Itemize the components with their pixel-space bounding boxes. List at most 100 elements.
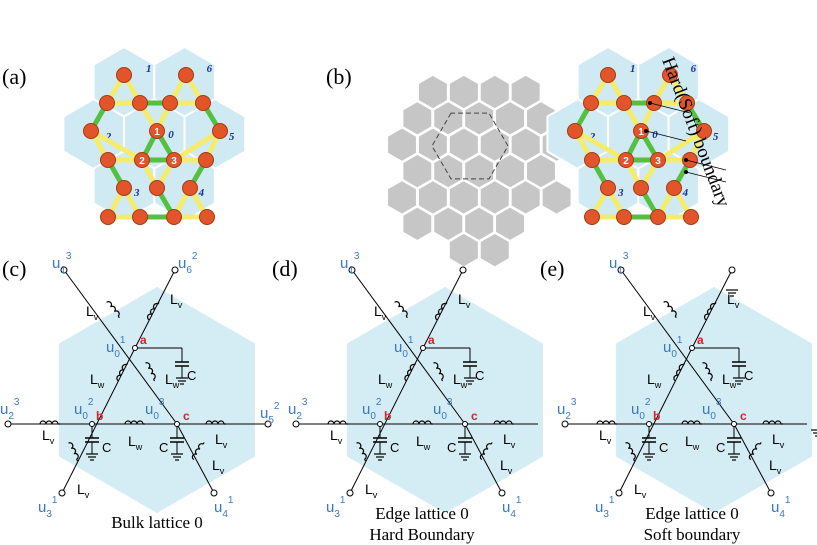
hex-number: 5 [229, 131, 235, 143]
boundary-dot [684, 170, 688, 174]
node-u2-3: u23 [288, 397, 308, 422]
inductor-Lv [703, 302, 717, 321]
site-letter: c [183, 409, 190, 423]
inductor-coil [596, 420, 617, 425]
capacitor-c [170, 424, 184, 461]
inductor-coil [434, 302, 448, 321]
caption-e-line1: Edge lattice 0 [645, 504, 738, 523]
inductor-coil [762, 420, 783, 425]
lattice-site [633, 123, 649, 139]
hex-number: 4 [682, 187, 689, 199]
node-u1-3: u13 [52, 251, 72, 276]
lattice-site [646, 95, 662, 111]
node-u0-3: u03 [433, 397, 453, 422]
grey-hex [401, 205, 433, 242]
inductor-Lv [394, 301, 408, 319]
node-u0-2: u02 [74, 397, 94, 422]
label-Lw: Lw [685, 433, 700, 452]
inductor-Lw [681, 420, 702, 425]
inductor-Lv [625, 442, 636, 462]
lattice-site [116, 67, 132, 83]
terminal [728, 266, 736, 274]
site-letter: b [384, 409, 391, 423]
terminal [348, 266, 356, 274]
hex-number: 2 [589, 131, 596, 143]
inductor-coil [394, 301, 408, 319]
inductor-Lw [702, 362, 713, 382]
capacitor-a [463, 348, 477, 385]
inductor-coil [404, 362, 417, 382]
lattice-site [633, 180, 649, 196]
lattice-site [212, 123, 228, 139]
inductor-coil [663, 301, 677, 319]
yellow-bond [655, 128, 707, 163]
inductor-coil [625, 442, 636, 462]
terminal [615, 489, 623, 497]
label-Lv: Lv [458, 291, 471, 310]
hex-backdrop [616, 287, 812, 513]
grey-hex [417, 74, 449, 110]
grey-hex [494, 153, 526, 189]
hex-number: 3 [133, 187, 140, 199]
circuit-node [132, 345, 138, 351]
lattice-site [600, 180, 616, 196]
label-C: C [475, 368, 484, 383]
label-Lw: Lw [722, 371, 737, 390]
lattice-site [616, 95, 632, 111]
grey-hex [463, 153, 495, 189]
circuit-node [689, 345, 695, 351]
inductor-Lv [146, 302, 160, 321]
label-Lv: Lv [772, 431, 785, 450]
hex-number: 0 [652, 129, 658, 141]
site-number: 1 [638, 127, 644, 138]
caption-d-line2: Hard Boundary [369, 525, 475, 544]
grey-hex [401, 100, 433, 137]
lattice-site [134, 152, 150, 168]
label-Lw: Lw [453, 371, 468, 390]
wire [61, 347, 136, 494]
hex-number: 1 [146, 63, 152, 75]
boundary-leader [685, 171, 727, 183]
site-number: 3 [655, 156, 661, 167]
grey-hex [401, 153, 433, 189]
inductor-coil [493, 420, 514, 425]
grey-hex [463, 205, 495, 242]
inductor-Lw [145, 362, 156, 382]
hex-number: 1 [630, 63, 636, 75]
node-u3-1: u31 [326, 495, 346, 520]
grey-hex [448, 232, 480, 268]
inductor-coil [39, 420, 60, 425]
inductor-Lw [433, 362, 444, 382]
lattice-site [100, 209, 116, 225]
inductor-Lv [663, 301, 677, 319]
hex-number: 6 [691, 63, 697, 75]
node-u3-1: u31 [595, 495, 615, 520]
inductor-Lw [116, 362, 129, 382]
caption-e-line2: Soft boundary [644, 525, 741, 544]
wire [63, 269, 178, 425]
label-Lv: Lv [769, 457, 782, 476]
inductor-Lw [124, 420, 145, 425]
grey-hex [448, 179, 480, 216]
yellow-bond [171, 128, 223, 163]
label-C: C [159, 440, 168, 455]
inductor-Lv [356, 442, 367, 462]
inductor-coil [116, 362, 129, 382]
label-Lv: Lv [212, 457, 225, 476]
label-Lv: Lv [503, 431, 516, 450]
label-Lv: Lv [727, 291, 740, 310]
terminal [58, 489, 66, 497]
terminal [210, 489, 218, 497]
lattice-site [616, 209, 632, 225]
lattice-site [584, 152, 600, 168]
site-letter: a [140, 333, 147, 347]
site-letter: a [428, 333, 435, 347]
hex-number: 0 [168, 129, 174, 141]
lattice-site [149, 123, 165, 139]
site-letter: a [697, 333, 704, 347]
grey-hex [463, 100, 495, 137]
lattice-site [583, 95, 599, 111]
